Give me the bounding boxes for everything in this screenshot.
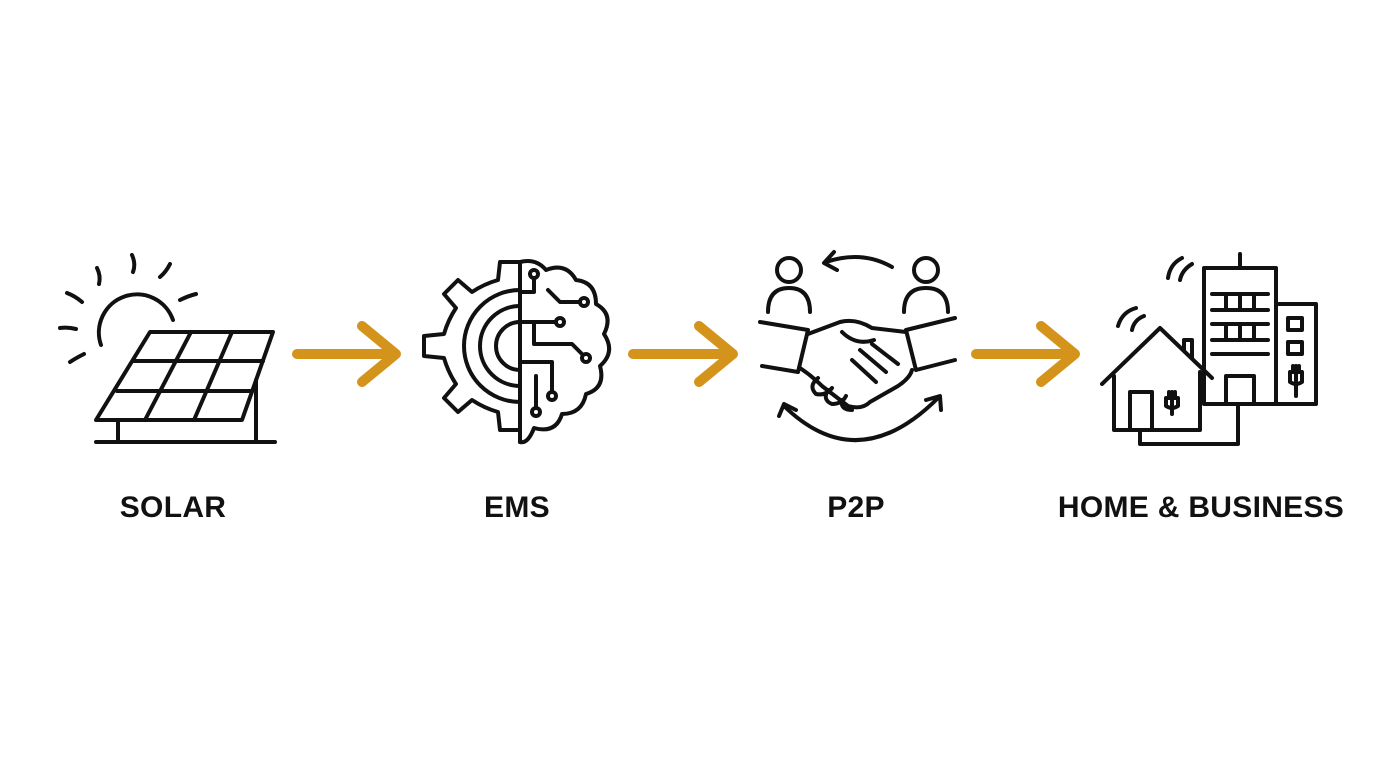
arrow-right-icon (971, 321, 1080, 387)
arrow-right-icon (292, 321, 401, 387)
handshake-exchange-icon (758, 250, 957, 442)
step-label-home-business: HOME & BUSINESS (1057, 491, 1345, 524)
step-label-p2p: P2P (827, 491, 885, 524)
solar-panel-icon (58, 253, 277, 444)
step-label-ems: EMS (484, 491, 550, 524)
step-label-solar: SOLAR (119, 491, 227, 524)
home-business-icon (1100, 252, 1318, 446)
arrow-right-icon (628, 321, 738, 387)
gear-brain-icon (422, 259, 612, 445)
